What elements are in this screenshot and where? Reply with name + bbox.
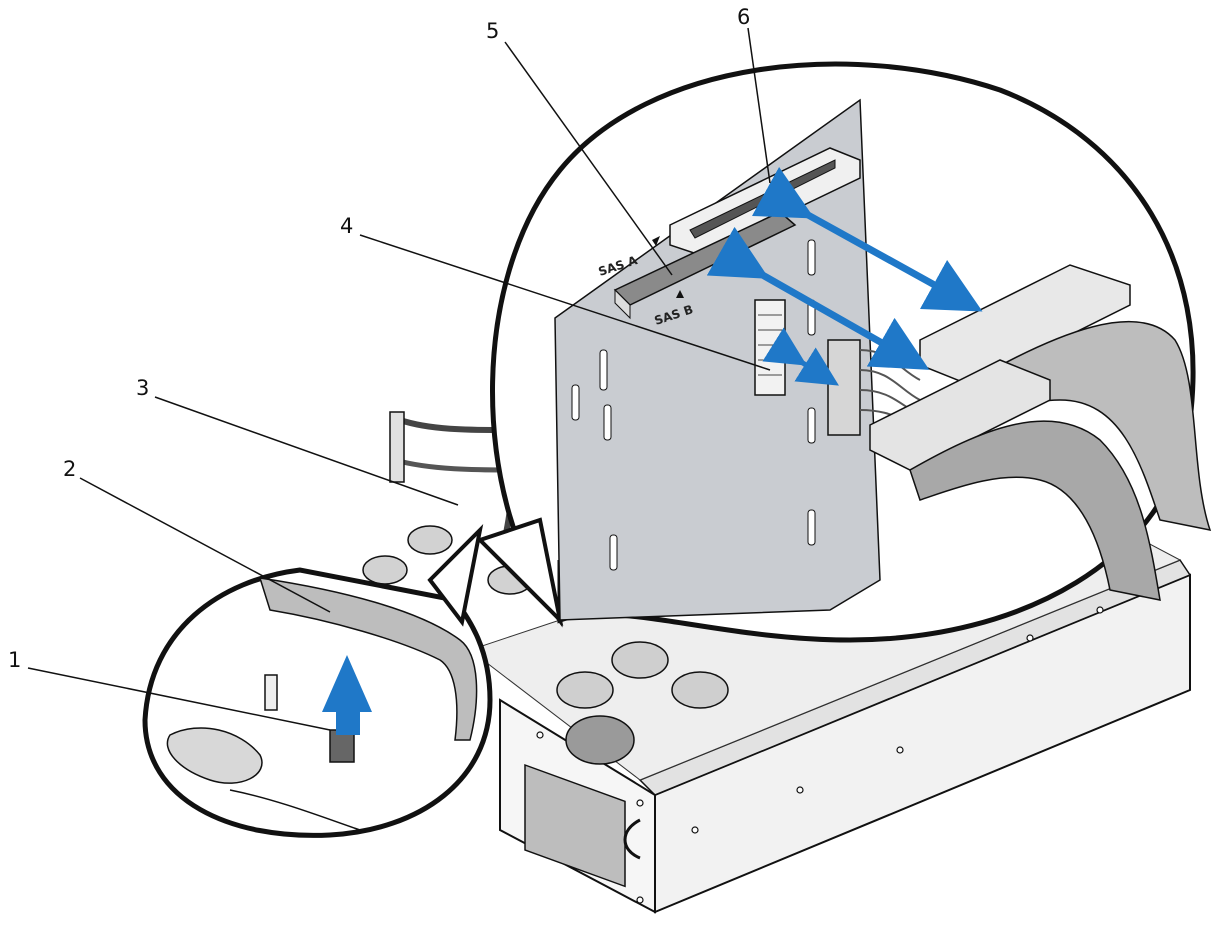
callout-labels: 1 2 3 4 5 6 xyxy=(8,5,750,672)
callout-4: 4 xyxy=(340,214,353,238)
callout-6: 6 xyxy=(737,5,750,29)
fan-bank-rear xyxy=(362,525,533,595)
callout-1: 1 xyxy=(8,648,21,672)
fan-bank-front xyxy=(556,641,729,765)
sas-a-marker-icon xyxy=(652,236,660,246)
release-up-arrow-icon xyxy=(322,655,372,735)
sas-b-marker-icon xyxy=(676,290,684,298)
callout-leaders xyxy=(27,27,771,731)
connection-arrows xyxy=(706,166,983,386)
power-connector-board xyxy=(754,299,786,396)
zoom-bubble-release xyxy=(142,523,493,838)
callout-2: 2 xyxy=(63,457,76,481)
sas-ribbon-cables xyxy=(869,264,1212,601)
callout-5: 5 xyxy=(486,19,499,43)
chassis-screws xyxy=(536,606,1104,904)
zoom-bubble-backplane: SAS A SAS B xyxy=(476,61,1212,643)
callout-3: 3 xyxy=(136,376,149,400)
